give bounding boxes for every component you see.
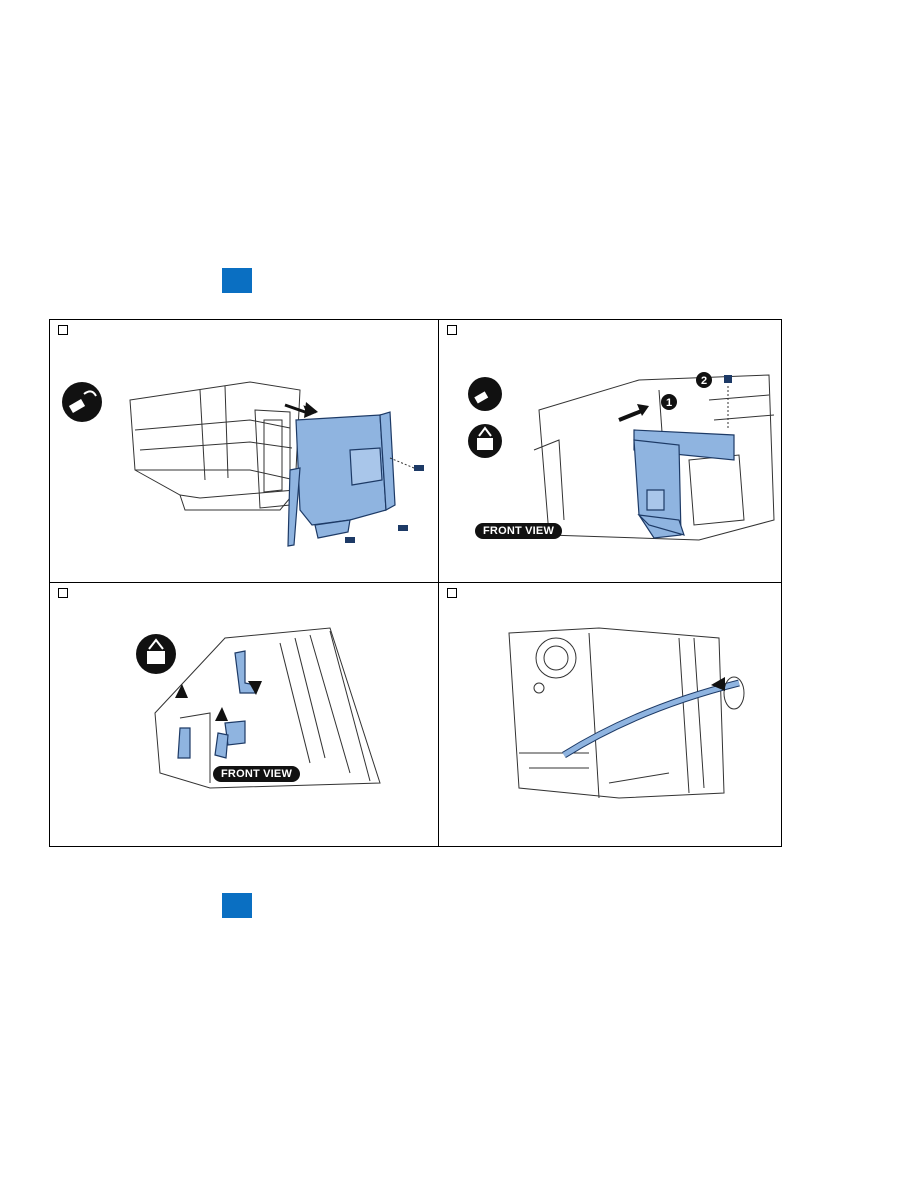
illustration-1: [50, 320, 438, 582]
front-view-label: FRONT VIEW: [475, 523, 562, 539]
panel-4: [439, 583, 781, 846]
highlighted-part: [288, 412, 395, 546]
section-marker-bottom: [222, 893, 252, 918]
illustration-2: 1 2: [439, 320, 781, 582]
illustration-4: [439, 583, 781, 846]
remove-screw-icon: [468, 377, 502, 411]
illustration-grid: 1 2 FRONT VIEW: [49, 319, 782, 847]
remove-part-icon: [136, 634, 176, 674]
panel-2: 1 2 FRONT VIEW: [439, 320, 781, 582]
screw-icon: [724, 375, 732, 383]
panel-1: [50, 320, 438, 582]
svg-text:2: 2: [701, 375, 707, 387]
direction-arrow: [175, 684, 188, 698]
front-view-label: FRONT VIEW: [213, 766, 300, 782]
highlighted-part: [634, 430, 734, 538]
highlighted-part: [178, 651, 255, 758]
panel-3: FRONT VIEW: [50, 583, 438, 846]
remove-part-icon: [468, 424, 502, 458]
illustration-3: [50, 583, 438, 846]
highlighted-cable: [564, 683, 739, 755]
svg-text:1: 1: [666, 397, 672, 409]
remove-screw-icon: [62, 382, 102, 422]
direction-arrow: [215, 707, 228, 721]
section-marker-top: [222, 268, 252, 293]
